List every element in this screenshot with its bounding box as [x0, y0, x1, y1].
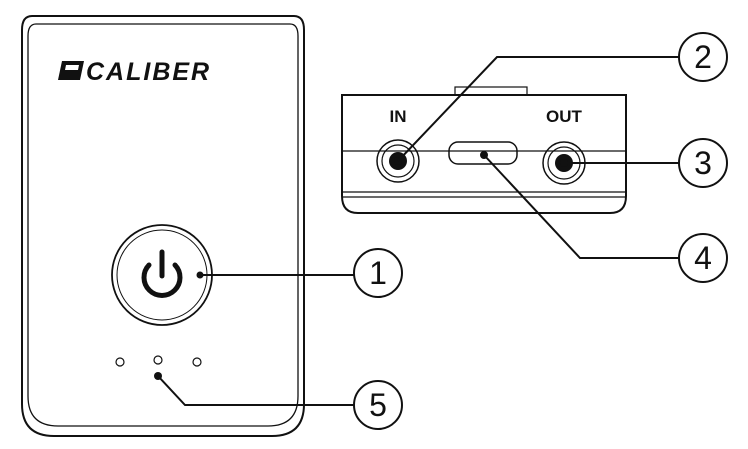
device-front-view: CALIBER	[21, 15, 305, 437]
callout-5: 5	[353, 380, 403, 430]
usb-charging-port	[448, 141, 518, 165]
callout-number-5: 5	[369, 387, 387, 423]
callout-leaders	[154, 56, 679, 406]
leader-line-5	[157, 375, 354, 406]
leader-line-2	[397, 56, 679, 162]
callout-3: 3	[678, 138, 728, 188]
device-body-outline	[21, 15, 305, 437]
callout-4: 4	[678, 233, 728, 283]
leader-line-4	[483, 154, 679, 259]
callout-2: 2	[678, 32, 728, 82]
callout-number-4: 4	[694, 240, 712, 276]
led-indicator-3	[192, 357, 202, 367]
edge-view-body-outline	[341, 94, 627, 214]
out-port-label: OUT	[546, 107, 583, 126]
brand-logo: CALIBER	[58, 58, 211, 86]
in-port-label: IN	[390, 107, 407, 126]
led-indicator-1	[115, 357, 125, 367]
led-indicator-2	[153, 355, 163, 365]
brand-logo-text: CALIBER	[86, 58, 211, 86]
callout-1: 1	[353, 248, 403, 298]
brand-logo-mark	[58, 61, 84, 80]
callout-number-1: 1	[369, 255, 387, 291]
power-icon	[141, 249, 183, 298]
device-edge-view: IN OUT	[341, 86, 627, 214]
callout-number-2: 2	[694, 39, 712, 75]
callout-number-3: 3	[694, 145, 712, 181]
led-indicators	[115, 355, 202, 367]
device-body-inner-edge	[27, 23, 299, 427]
